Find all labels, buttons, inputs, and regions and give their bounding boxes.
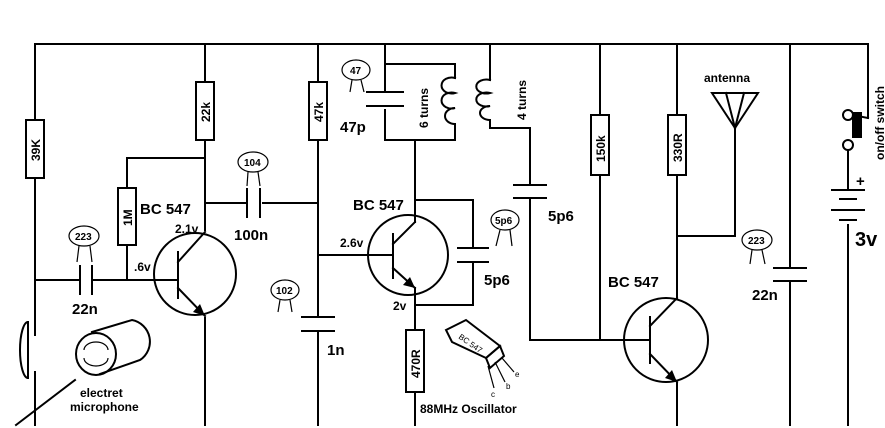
capacitor-100n-label: 100n [234, 227, 268, 244]
battery: + 3v [831, 173, 878, 251]
bc547-pinout: BC 547 c b e [444, 318, 520, 399]
oscillator-label: 88MHz Oscillator [420, 402, 517, 416]
capacitor-5p6-feedback-code-tag: 5p6 [490, 209, 520, 247]
resistor-39k-label: 39K [29, 139, 43, 161]
transistor-q2: BC 547 [353, 197, 449, 296]
resistor-1m-label: 1M [121, 209, 135, 226]
capacitor-22n-input-code-tag: 223 [68, 225, 100, 263]
voltage-q2-base: 2.6v [340, 236, 364, 250]
capacitor-22n-supply-code-tag: 223 [741, 229, 773, 265]
capacitor-22n-supply: 22n [752, 267, 807, 304]
capacitor-5p6-feedback-code: 5p6 [495, 216, 513, 227]
transistor-q2-label: BC 547 [353, 197, 404, 214]
transistor-q3-label: BC 547 [608, 274, 659, 291]
on-off-switch: on/off switch [842, 86, 885, 160]
capacitor-100n: 100n [234, 188, 268, 244]
wires [34, 43, 869, 426]
capacitor-22n-supply-code: 223 [748, 236, 765, 247]
capacitor-47p-code-tag: 47 [341, 59, 371, 93]
transistor-q3: BC 547 [608, 274, 709, 384]
resistor-330r: 330R [667, 114, 687, 176]
capacitor-1n-label: 1n [327, 342, 345, 359]
capacitor-1n-code: 102 [276, 286, 293, 297]
capacitor-22n-supply-label: 22n [752, 287, 778, 304]
capacitor-22n-input-label: 22n [72, 301, 98, 318]
resistor-150k: 150k [590, 114, 610, 176]
pinout-e: e [515, 370, 520, 379]
resistor-330r-label: 330R [671, 133, 685, 162]
capacitor-100n-code: 104 [244, 158, 261, 169]
capacitor-1n-code-tag: 102 [270, 279, 300, 313]
coil-pickup: 4 turns [475, 78, 529, 122]
antenna: antenna [704, 71, 760, 130]
resistor-470r-label: 470R [409, 349, 423, 378]
transistor-q1-label: BC 547 [140, 201, 191, 218]
resistor-47k-label: 47k [312, 102, 326, 122]
resistor-1m: 1M [117, 187, 137, 246]
capacitor-5p6-output-label: 5p6 [548, 208, 574, 225]
resistor-22k-label: 22k [199, 102, 213, 122]
resistor-150k-label: 150k [594, 135, 608, 162]
capacitor-5p6-feedback-label: 5p6 [484, 272, 510, 289]
resistor-22k: 22k [195, 81, 215, 141]
resistor-47k: 47k [308, 81, 328, 141]
mic-label-line2: microphone [70, 400, 139, 414]
capacitor-22n-input-code: 223 [75, 232, 92, 243]
voltage-q2-emitter: 2v [393, 299, 407, 313]
capacitor-47p-code: 47 [350, 66, 362, 77]
transistor-q1: BC 547 [140, 201, 237, 318]
coil-tank: 6 turns [417, 76, 459, 128]
coil-pickup-label: 4 turns [515, 80, 529, 120]
mic-label-line1: electret [80, 386, 123, 400]
capacitor-5p6-feedback: 5p6 [457, 247, 510, 289]
antenna-label: antenna [704, 71, 750, 85]
capacitor-5p6-output: 5p6 [513, 184, 574, 225]
capacitor-47p-label: 47p [340, 119, 366, 136]
coil-tank-label: 6 turns [417, 88, 431, 128]
electret-microphone: electret microphone [14, 318, 151, 427]
switch-label: on/off switch [873, 86, 885, 160]
capacitor-1n: 1n [301, 316, 345, 359]
capacitor-100n-code-tag: 104 [237, 151, 269, 187]
voltage-q1-base: .6v [134, 260, 151, 274]
battery-voltage-label: 3v [855, 229, 878, 251]
resistor-39k: 39K [25, 119, 45, 179]
resistor-470r: 470R [405, 329, 425, 393]
voltage-q1-collector: 2.1v [175, 222, 199, 236]
pinout-b: b [506, 382, 511, 391]
pinout-c: c [491, 390, 495, 399]
battery-plus-label: + [856, 173, 865, 190]
capacitor-22n-input: 22n [72, 265, 98, 318]
capacitor-47p: 47p [340, 91, 404, 136]
